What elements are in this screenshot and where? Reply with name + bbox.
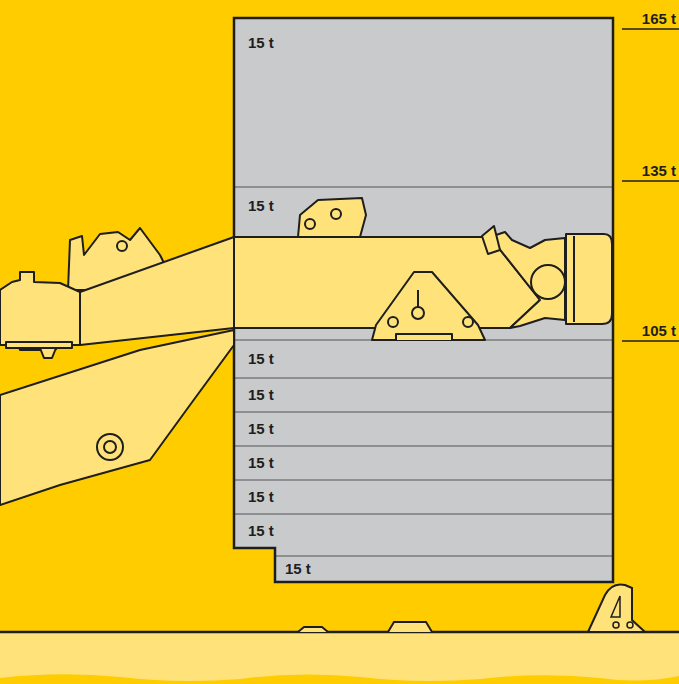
capacity-level: 135 t (642, 162, 676, 180)
counterweight-plate: 15 t (234, 187, 613, 340)
counterweight-plate: 15 t (275, 556, 613, 582)
counterweight-plate: 15 t (234, 480, 613, 514)
weight-label: 15 t (248, 454, 274, 472)
weight-label: 15 t (248, 197, 274, 215)
capacity-level: 105 t (642, 322, 676, 340)
counterweight-plate: 15 t (234, 18, 613, 187)
weight-label: 15 t (285, 560, 311, 578)
weight-label: 15 t (248, 350, 274, 368)
weight-label: 15 t (248, 488, 274, 506)
counterweight-plate: 15 t (234, 514, 613, 548)
counterweight-plate: 15 t (234, 412, 613, 446)
weight-label: 15 t (248, 34, 274, 52)
counterweight-plate: 15 t (234, 446, 613, 480)
weight-label: 15 t (248, 420, 274, 438)
counterweight-plate: 15 t (234, 340, 613, 378)
counterweight-plate: 15 t (234, 378, 613, 412)
weight-label: 15 t (248, 522, 274, 540)
weight-label: 15 t (248, 386, 274, 404)
capacity-level: 165 t (642, 10, 676, 28)
